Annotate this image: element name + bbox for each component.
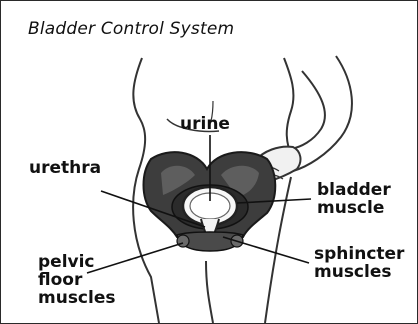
- label-urine: urine: [180, 115, 230, 133]
- pelvic-floor-muscle: [177, 232, 243, 251]
- label-urethra: urethra: [29, 159, 101, 177]
- label-pelvic-floor-muscles: pelvic floor muscles: [38, 253, 116, 307]
- label-bladder-muscle: bladder muscle: [317, 181, 391, 217]
- label-sphincter-muscles: sphincter muscles: [314, 245, 404, 281]
